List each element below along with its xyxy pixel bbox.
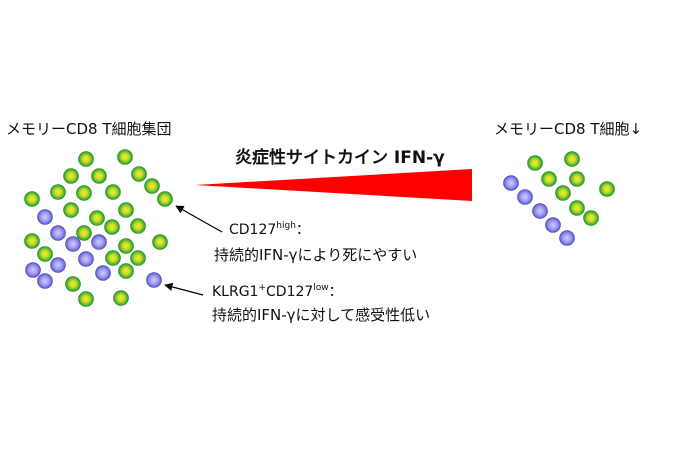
cd127-high-description: 持続的IFN-γにより死にやすい xyxy=(214,246,418,264)
klrg1-cd127-low-cell xyxy=(37,209,53,225)
cd127-high-cell xyxy=(541,171,557,187)
cd127-high-cell xyxy=(78,151,94,167)
klrg1-cd127-low-cell xyxy=(65,236,81,252)
klrg1-marker: KLRG1 xyxy=(212,284,259,300)
cd127-high-cell xyxy=(113,290,129,306)
cd127-high-cell xyxy=(89,210,105,226)
klrg1-cd127-low-cell xyxy=(95,265,111,281)
klrg1-cd127-low-arrow xyxy=(164,282,204,296)
cd127-high-cell xyxy=(105,184,121,200)
cd127-high-suffix: ： xyxy=(295,222,310,238)
klrg1-cd127-low-cell xyxy=(517,189,533,205)
klrg1-cd127-low-cell xyxy=(146,272,162,288)
ifn-gamma-title: 炎症性サイトカイン IFN-γ xyxy=(235,148,445,168)
cd127-high-cell xyxy=(599,181,615,197)
cd127-high-cell xyxy=(104,219,120,235)
cd127-low-marker: CD127 xyxy=(266,284,314,300)
cd127-high-cell xyxy=(152,234,168,250)
cd127-high-cell xyxy=(24,233,40,249)
cd127-high-cell xyxy=(569,200,585,216)
cd127-high-cell xyxy=(65,276,81,292)
right-memory-cd8-population xyxy=(503,151,615,246)
cd127-high-cell xyxy=(564,151,580,167)
cd127-high-marker-base: CD127 xyxy=(229,222,277,238)
cd127-high-cell xyxy=(157,191,173,207)
cd127-high-cell xyxy=(131,166,147,182)
klrg1-marker-sup: + xyxy=(258,283,267,293)
cd127-high-cell xyxy=(117,149,133,165)
klrg1-cd127-low-marker-label: KLRG1+CD127low： xyxy=(212,281,343,301)
cd127-high-arrow xyxy=(175,205,223,233)
cd127-high-cell xyxy=(130,218,146,234)
right-population-title: メモリーCD8 T細胞↓ xyxy=(494,120,643,138)
klrg1-cd127-low-cell xyxy=(50,257,66,273)
cd127-high-cell xyxy=(78,291,94,307)
cd127-high-cell xyxy=(63,202,79,218)
klrg1-cd127-low-cell xyxy=(503,175,519,191)
cd127-high-cell xyxy=(527,155,543,171)
cd127-high-cell xyxy=(118,238,134,254)
cd127-high-cell xyxy=(76,185,92,201)
cd127-low-marker-sup: low xyxy=(313,283,329,293)
left-population-title: メモリーCD8 T細胞集団 xyxy=(6,120,172,138)
klrg1-cd127-low-description: 持続的IFN-γに対して感受性低い xyxy=(212,306,431,324)
klrg1-cd127-low-cell xyxy=(545,217,561,233)
cd127-high-cell xyxy=(144,178,160,194)
cd127-high-cell xyxy=(91,168,107,184)
cd127-high-marker-sup: high xyxy=(276,221,296,231)
cd127-high-cell xyxy=(583,210,599,226)
cd127-high-marker-label: CD127high： xyxy=(229,219,310,239)
cd127-high-cell xyxy=(50,184,66,200)
ifn-gamma-gradient-wedge xyxy=(195,169,472,201)
cd127-high-cell xyxy=(24,191,40,207)
klrg1-cd127-low-cell xyxy=(91,234,107,250)
klrg1-cd127-low-suffix: ： xyxy=(328,284,343,300)
cd127-high-cell xyxy=(76,225,92,241)
cd127-high-cell xyxy=(118,202,134,218)
cd127-high-cell xyxy=(105,250,121,266)
klrg1-cd127-low-cell xyxy=(25,262,41,278)
cd127-high-cell xyxy=(130,250,146,266)
cd127-high-cell xyxy=(37,246,53,262)
klrg1-cd127-low-cell xyxy=(532,203,548,219)
cd127-high-cell xyxy=(63,168,79,184)
cd127-high-cell xyxy=(118,263,134,279)
left-memory-cd8-population xyxy=(24,149,173,307)
klrg1-cd127-low-cell xyxy=(559,230,575,246)
klrg1-cd127-low-cell xyxy=(50,225,66,241)
klrg1-cd127-low-cell xyxy=(37,273,53,289)
cd127-high-cell xyxy=(555,185,571,201)
klrg1-cd127-low-cell xyxy=(78,251,94,267)
cd127-high-cell xyxy=(569,171,585,187)
